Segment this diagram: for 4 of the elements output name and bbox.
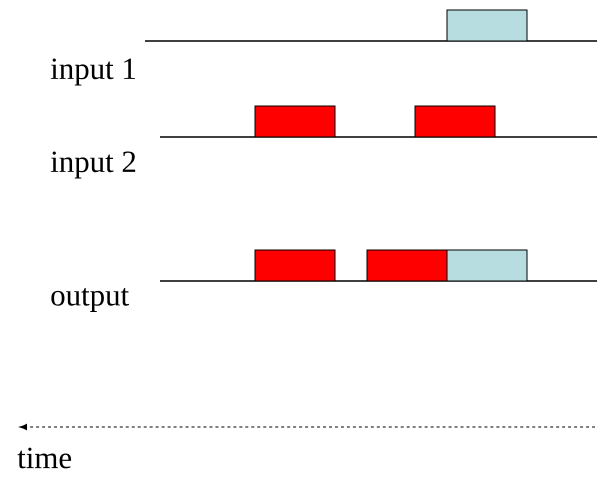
signal-label: input 2	[50, 151, 136, 178]
signal-label: input 1	[50, 58, 136, 86]
signal-label: output	[51, 288, 129, 312]
axis-label: time	[18, 448, 72, 468]
